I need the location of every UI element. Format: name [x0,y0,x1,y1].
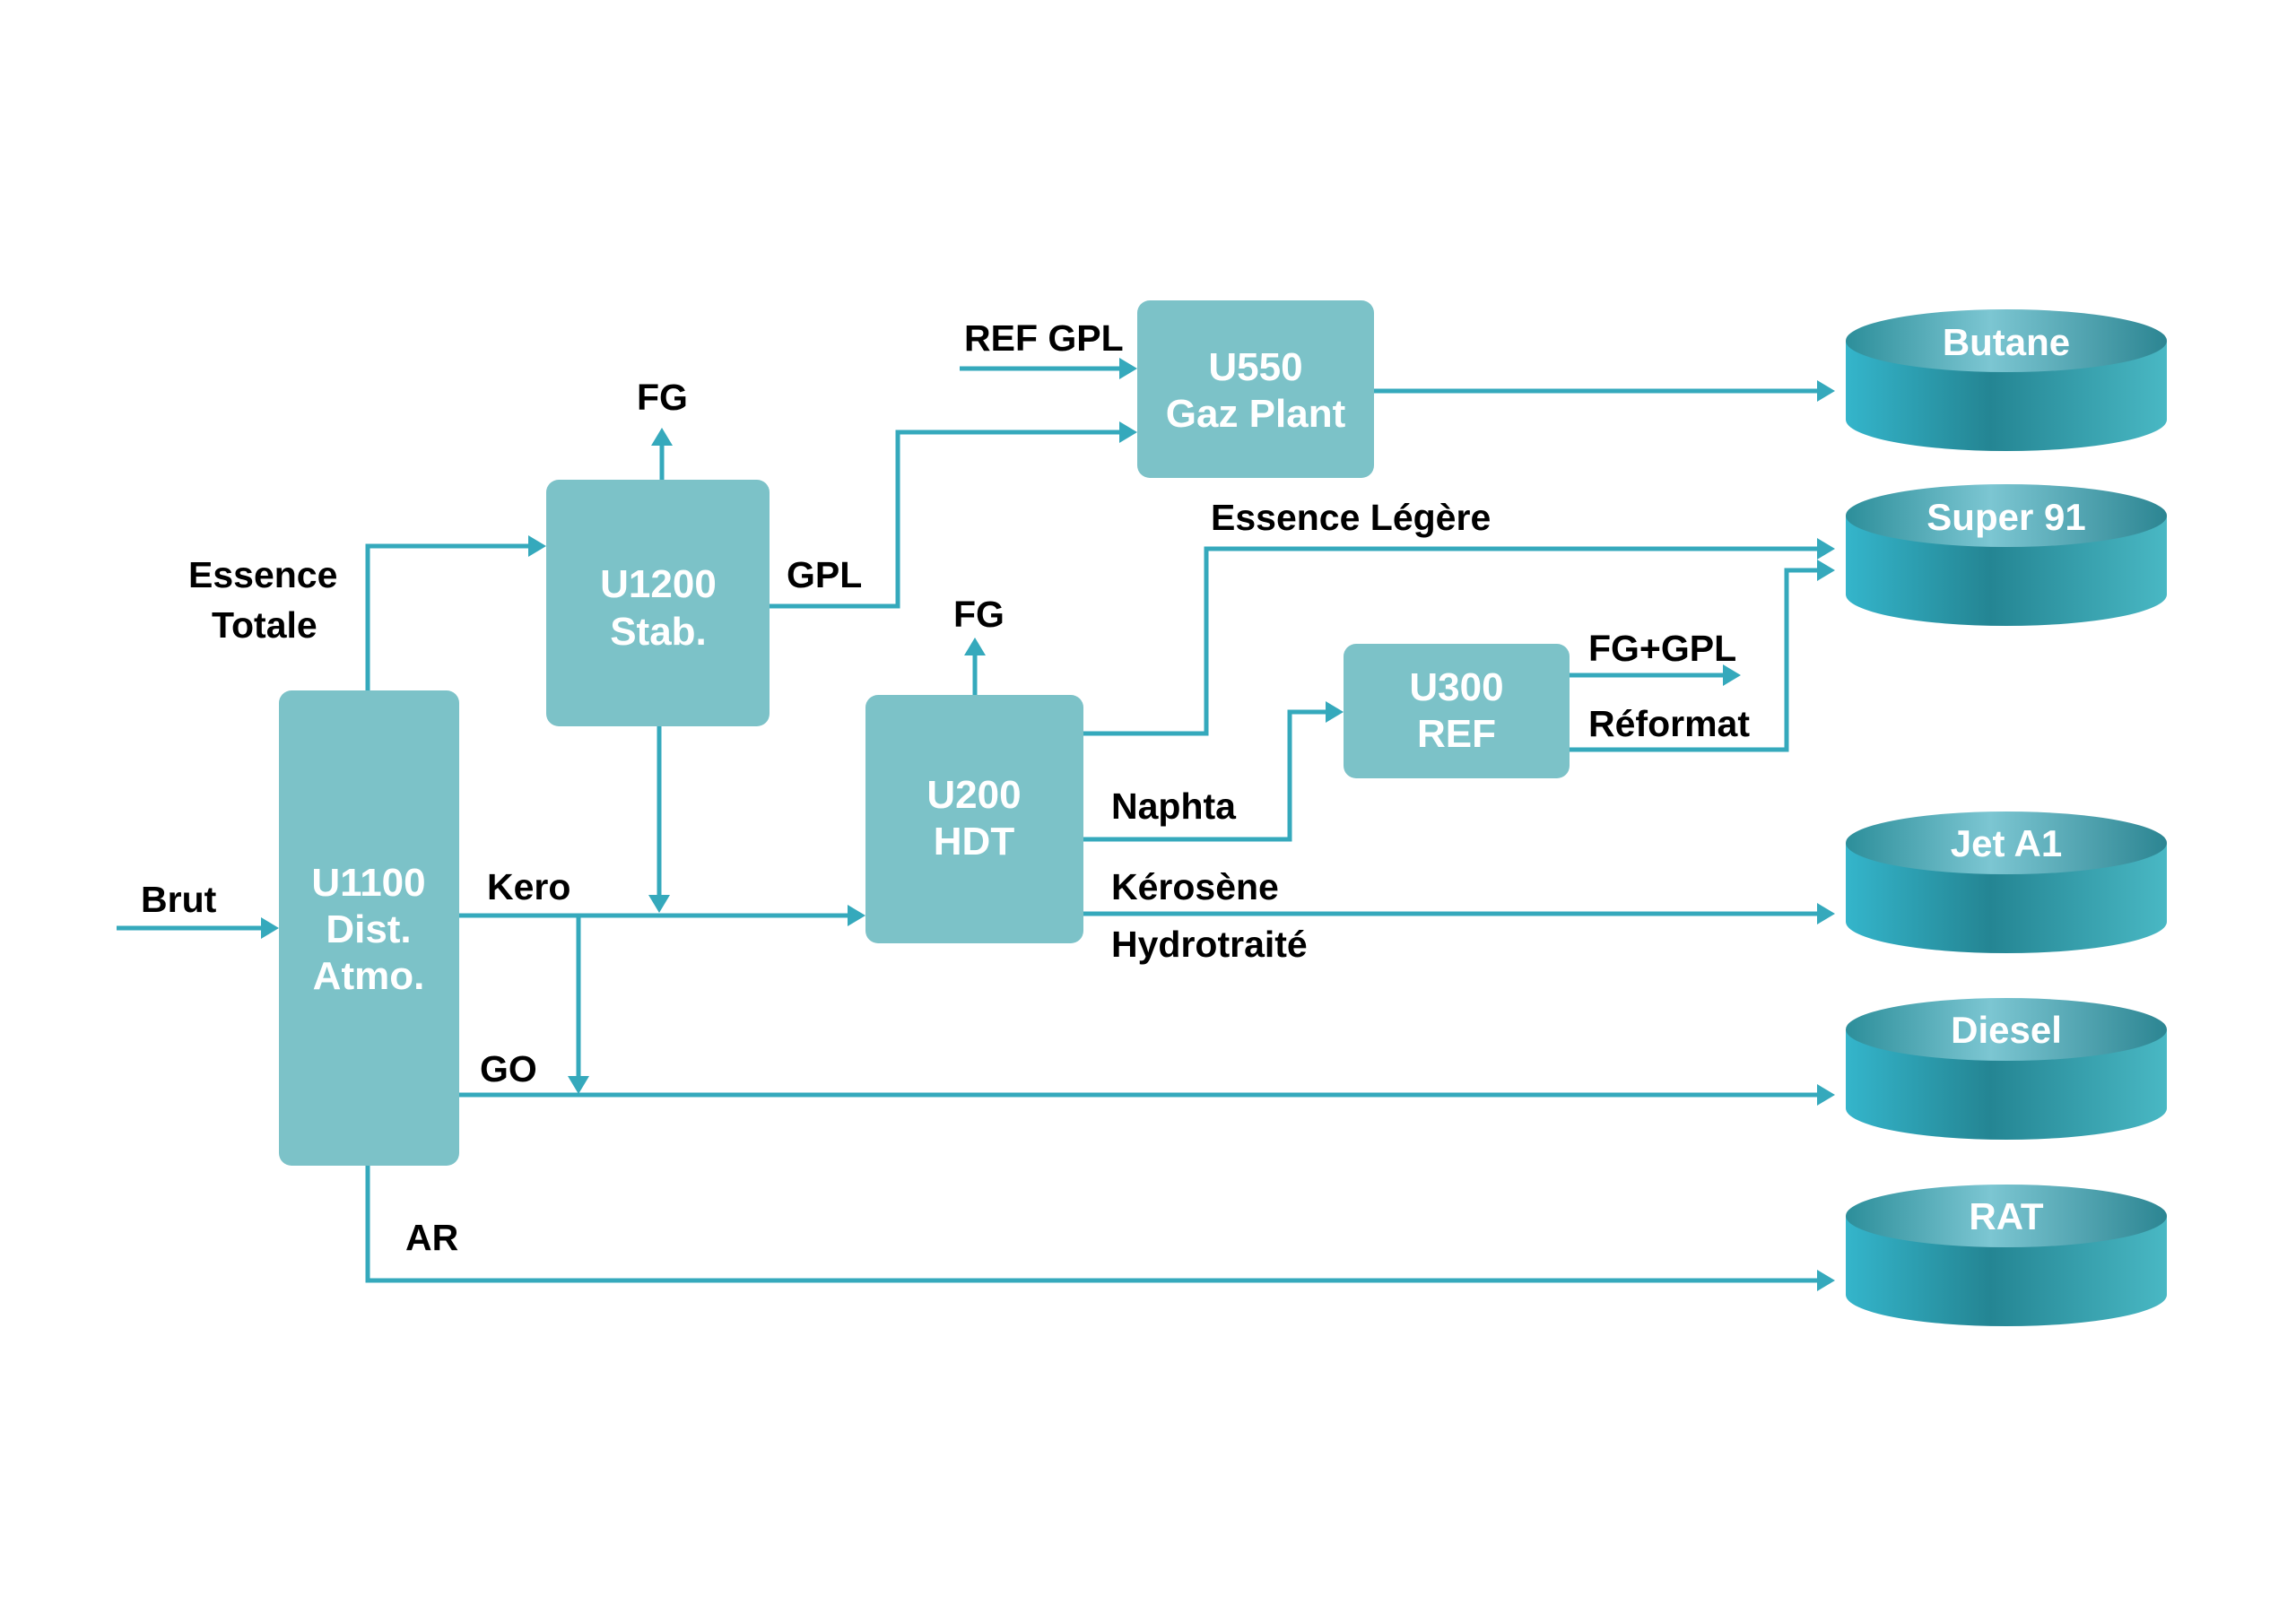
arrow-head-icon [1817,380,1835,402]
flow-u1200-to-kero [648,726,670,913]
arrow-head-icon [964,638,986,655]
flow-u550-butane [1374,380,1835,402]
label-kerosene-1: Kérosène [1111,866,1279,907]
flow-gpl [770,421,1137,609]
tank-rat[interactable]: RAT [1846,1185,2167,1326]
flow-essence-legere [1083,538,1835,736]
unit-u1100-label-1: U1100 [311,861,425,905]
arrow-head-icon [1817,560,1835,581]
unit-u200-label-2: HDT [934,820,1015,864]
unit-u1100[interactable]: U1100 Dist. Atmo. [279,690,459,1166]
arrow-head-icon [1326,701,1344,723]
arrow-head-icon [1817,538,1835,560]
label-brut: Brut [141,879,217,920]
tank-rat-label: RAT [1969,1195,2044,1237]
arrow-head-icon [1119,421,1137,443]
flow-fg-u1200 [651,428,673,480]
tank-jeta1[interactable]: Jet A1 [1846,812,2167,953]
flow-reformat [1570,560,1835,752]
label-naphta: Naphta [1111,785,1237,827]
tank-butane-label: Butane [1943,321,2070,363]
label-essence-totale-2: Totale [212,604,317,646]
unit-u200-label-1: U200 [926,773,1021,817]
flow-kero [459,905,865,926]
arrow-head-icon [261,917,279,939]
unit-u1200[interactable]: U1200 Stab. [546,480,770,726]
unit-u1200-label-1: U1200 [600,562,717,606]
label-essence-legere: Essence Légère [1211,497,1491,538]
unit-u550-label-2: Gaz Plant [1166,392,1346,436]
tank-jeta1-label: Jet A1 [1951,822,2063,864]
tank-diesel-label: Diesel [1951,1009,2062,1051]
label-essence-totale-1: Essence [188,554,337,595]
tank-diesel[interactable]: Diesel [1846,998,2167,1140]
unit-u200[interactable]: U200 HDT [865,695,1083,943]
arrow-head-icon [568,1076,589,1094]
label-fg-u1200: FG [637,377,688,418]
unit-u300-label-1: U300 [1409,665,1503,709]
tank-super91[interactable]: Super 91 [1846,484,2167,626]
label-kero: Kero [487,866,570,907]
flow-ar [365,1166,1835,1291]
flow-fg-gpl [1570,664,1741,686]
unit-u550-label-1: U550 [1208,345,1302,389]
label-go: GO [480,1048,537,1089]
unit-u1100-label-3: Atmo. [313,954,425,998]
unit-u1100-label-2: Dist. [326,907,411,951]
flow-naphta [1083,701,1344,842]
label-reformat: Réformat [1588,703,1750,744]
arrow-head-icon [651,428,673,446]
label-gpl: GPL [787,554,862,595]
arrow-head-icon [1119,358,1137,379]
flow-essence-totale [365,535,546,690]
unit-u1200-label-2: Stab. [610,610,707,654]
flow-fg-u200 [964,638,986,695]
label-ref-gpl: REF GPL [964,317,1124,359]
arrow-head-icon [648,895,670,913]
flow-brut [117,917,279,939]
flow-kerosene-hydrotraite [1083,903,1835,924]
label-fg-u200: FG [953,594,1004,635]
arrow-head-icon [848,905,865,926]
arrow-head-icon [528,535,546,557]
flow-ref-gpl [960,358,1137,379]
arrow-head-icon [1817,1084,1835,1106]
arrow-head-icon [1817,1270,1835,1291]
tank-super91-label: Super 91 [1926,496,2085,538]
label-kerosene-2: Hydrotraité [1111,924,1308,965]
label-fg-gpl: FG+GPL [1588,628,1736,669]
arrow-head-icon [1817,903,1835,924]
unit-u550[interactable]: U550 Gaz Plant [1137,300,1374,478]
flow-go [459,1084,1835,1106]
unit-u300[interactable]: U300 REF [1344,644,1570,778]
arrow-head-icon [1723,664,1741,686]
flow-kero-to-go [568,916,589,1094]
unit-u300-label-2: REF [1417,712,1496,756]
tank-butane[interactable]: Butane [1846,309,2167,451]
label-ar: AR [405,1217,458,1258]
